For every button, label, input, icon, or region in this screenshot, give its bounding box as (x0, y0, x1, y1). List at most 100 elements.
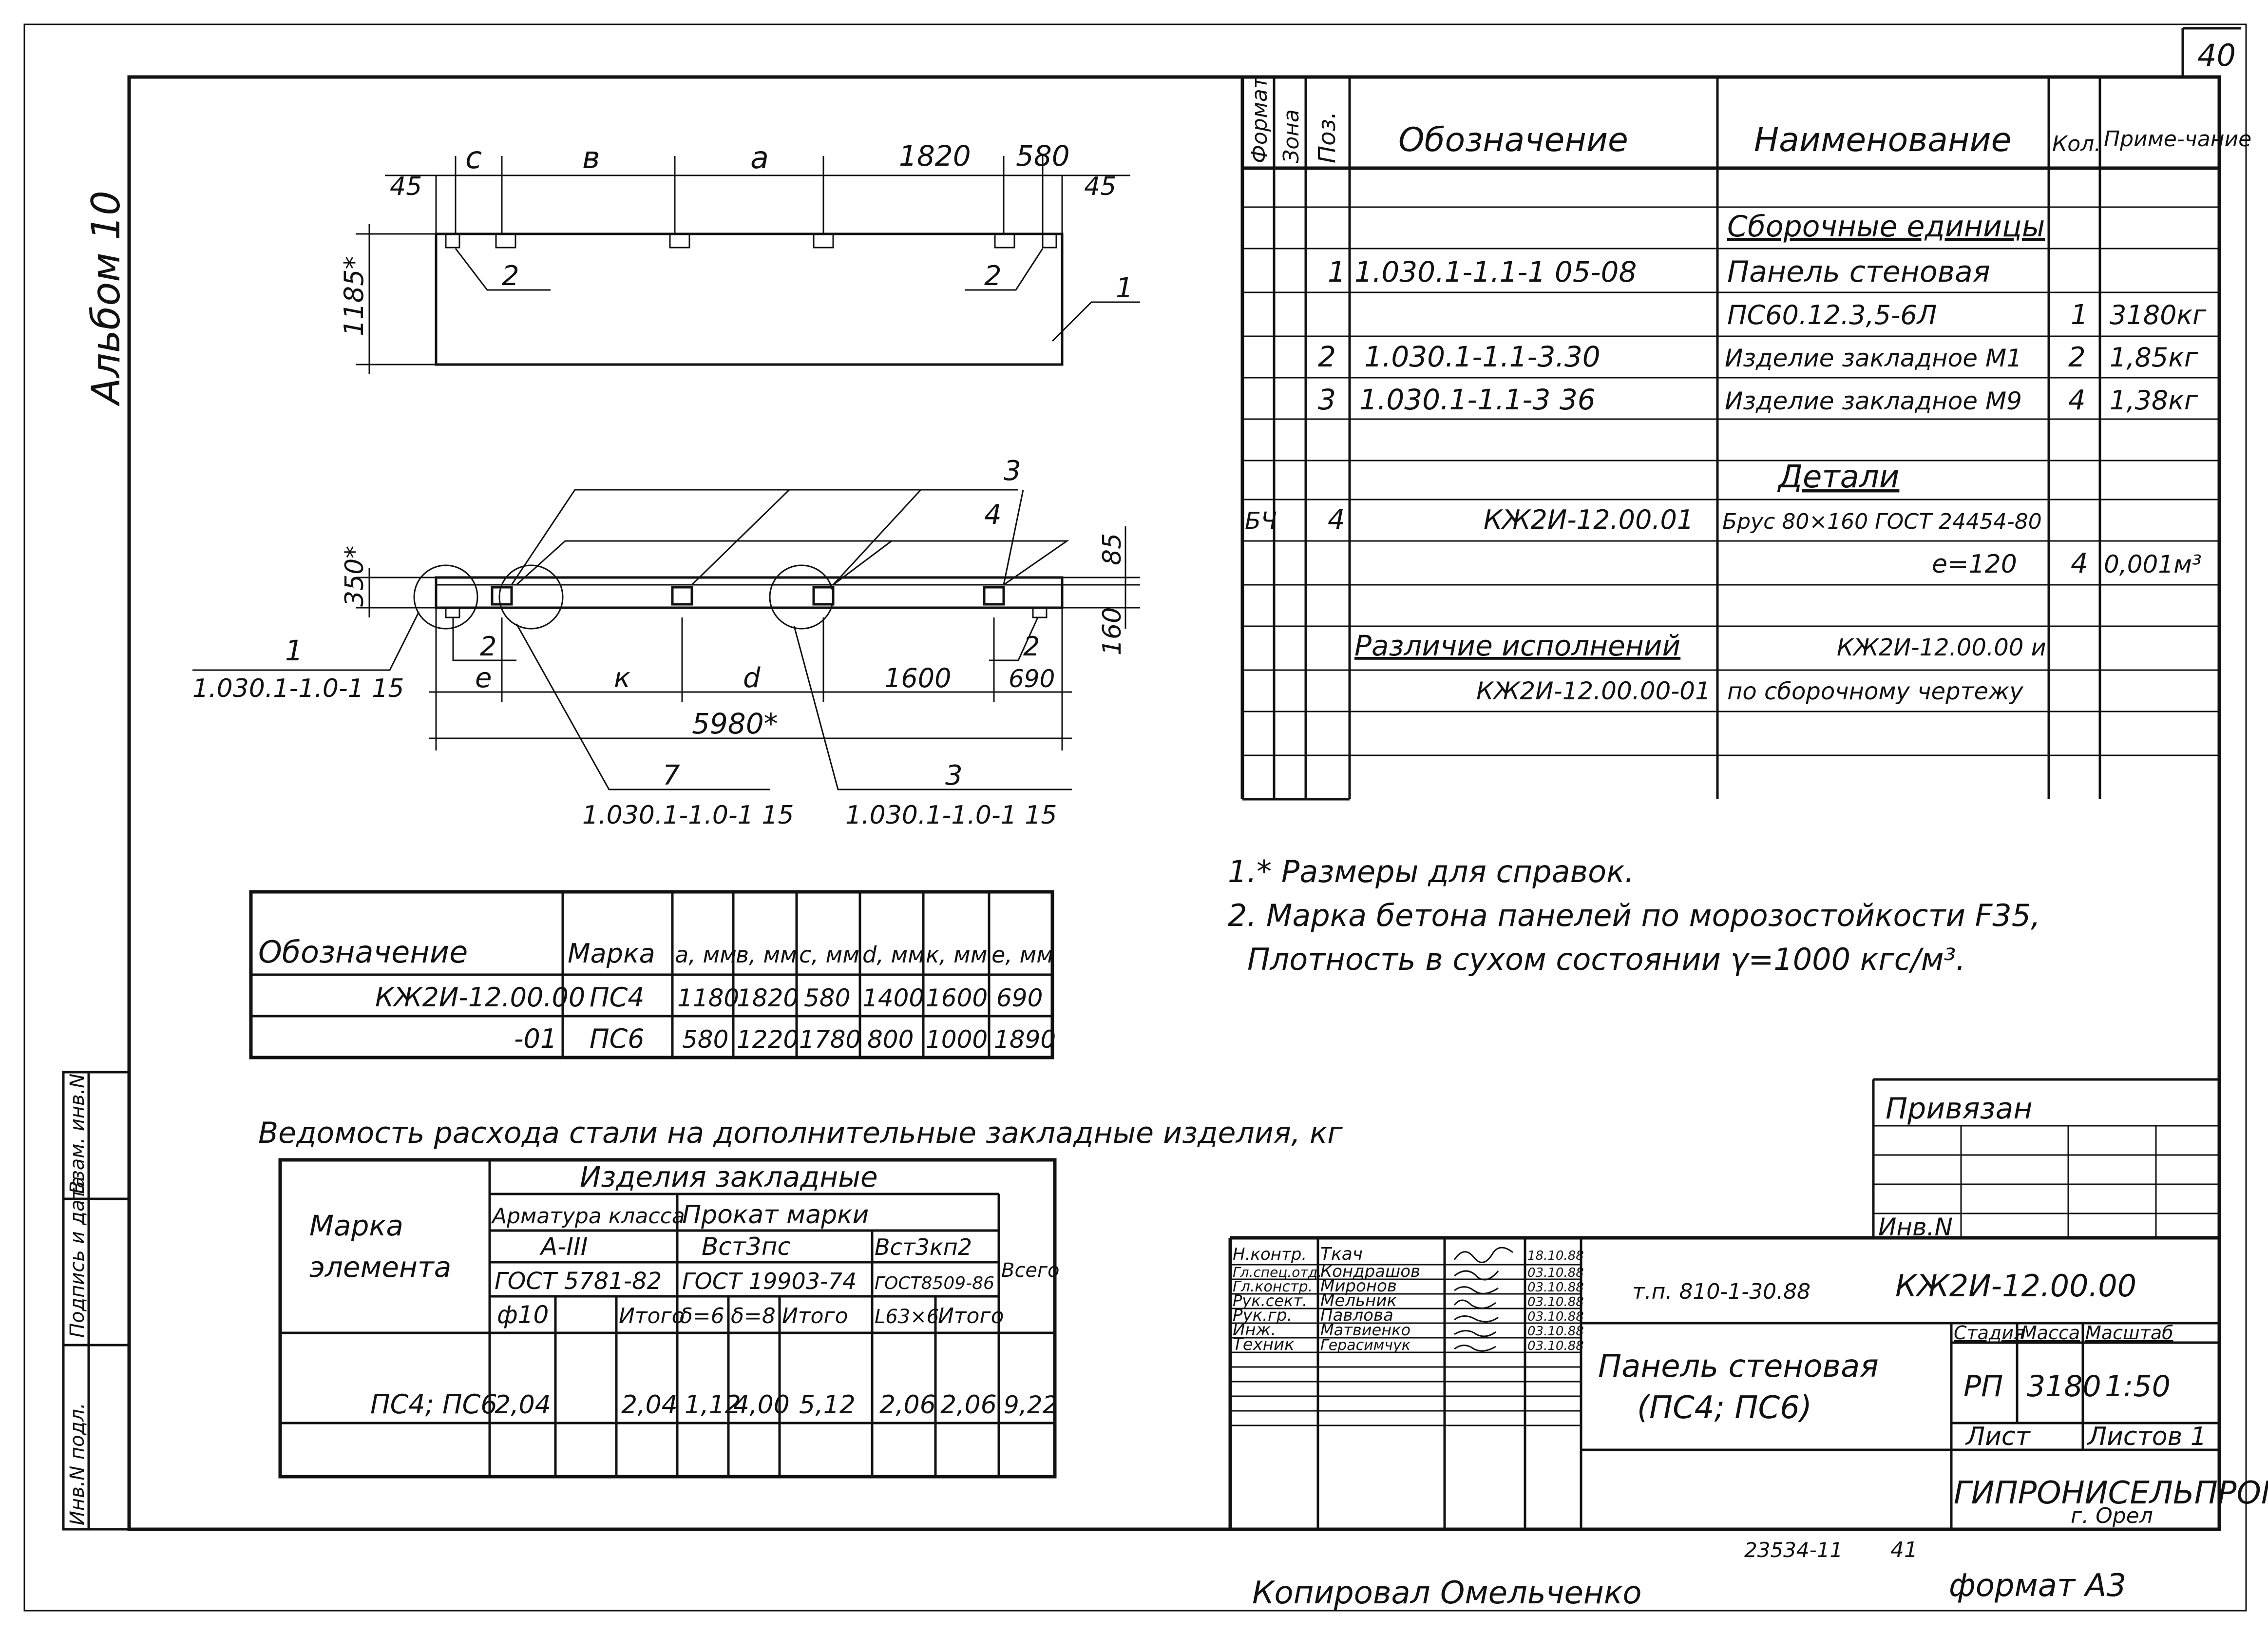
dim-height-1185: 1185* (339, 256, 369, 336)
marks-r2-d: 800 (867, 1025, 914, 1054)
spec-row4-name: Изделие закладное М9 (1725, 387, 2022, 415)
steel-h-rolled: Прокат марки (682, 1200, 869, 1230)
spec-h-designation: Обозначение (1398, 121, 1628, 159)
tb-name-4: Мельник (1320, 1291, 1397, 1310)
dim-d: d (743, 662, 761, 694)
marks-h-k: к, мм (926, 942, 987, 968)
tb-date-6: 03.10.88 (1527, 1324, 1584, 1339)
steel-h-gost19903: ГОСТ 19903-74 (682, 1268, 857, 1294)
steel-row-f10: 2,04 (495, 1390, 551, 1420)
steel-h-element-1: Марка (309, 1209, 403, 1242)
sheet-border (23, 23, 2247, 1612)
tb-date-7: 03.10.88 (1527, 1339, 1584, 1353)
spec-h-format: Формат (1247, 76, 1272, 163)
marks-r2-k: 1000 (926, 1025, 988, 1054)
dim-45-right: 45 (1084, 172, 1116, 201)
marks-r2-mark: ПС6 (590, 1023, 645, 1054)
dim-690: 690 (1009, 665, 1055, 693)
signatures (1453, 1247, 1513, 1352)
tb-name-3: Миронов (1320, 1276, 1397, 1296)
steel-sub-total3: Итого (938, 1304, 1004, 1328)
left-strip (62, 1071, 131, 1531)
steel-h-element-2: элемента (309, 1251, 451, 1284)
callout-4: 4 (984, 499, 1002, 531)
steel-sub-d8: δ=8 (731, 1304, 776, 1328)
dim-350: 350* (340, 546, 369, 607)
album-label: Альбом 10 (83, 191, 129, 407)
panel-section-view (192, 489, 1140, 790)
detail-7-num: 7 (663, 760, 680, 791)
steel-row-total1: 2,04 (621, 1390, 678, 1420)
tb-sheet: Лист (1965, 1422, 2031, 1451)
tb-role-4: Рук.сект. (1233, 1291, 1307, 1310)
tb-series: т.п. 810-1-30.88 (1632, 1279, 1811, 1304)
dim-total-5980: 5980* (692, 707, 778, 740)
strip-vzam-inv: Взам. инв.N (66, 1074, 89, 1194)
spec-h-pos: Поз. (1314, 112, 1341, 163)
steel-table-grid (278, 1158, 1057, 1479)
marks-r1-mark: ПС4 (590, 982, 645, 1013)
dim-1820: 1820 (899, 139, 971, 173)
marks-h-b: в, мм (736, 942, 797, 968)
spec-detail-designation: КЖ2И-12.00.01 (1484, 504, 1694, 535)
dim-b: в (582, 140, 600, 175)
steel-row-d8: 4,00 (733, 1390, 790, 1420)
steel-h-vst3kp2: Вст3кп2 (875, 1234, 972, 1260)
marks-r1-b: 1820 (737, 984, 799, 1012)
dim-e: е (475, 662, 492, 694)
bottom-stamp: 23534-11 (1744, 1538, 1843, 1562)
detail-3-code: 1.030.1-1.0-1 15 (845, 801, 1057, 830)
strip-sign-date: Подпись и дата (66, 1176, 89, 1338)
marks-r2-c: 1780 (799, 1025, 861, 1054)
spec-row4-qty: 4 (2068, 385, 2086, 416)
page-number: 40 (2197, 38, 2236, 73)
dim-160: 160 (1098, 607, 1127, 655)
tb-role-6: Инж. (1233, 1320, 1276, 1340)
steel-sub-f10: ф10 (497, 1301, 549, 1329)
privyazan-grid (1872, 1078, 2219, 1238)
dim-85: 85 (1098, 533, 1127, 565)
tb-date-4: 03.10.88 (1527, 1295, 1584, 1309)
marks-h-designation: Обозначение (258, 934, 468, 970)
spec-row3-designation: 1.030.1-1.1-3.30 (1364, 340, 1601, 373)
bottom-page: 41 (1890, 1538, 1918, 1562)
tb-stage: РП (1963, 1369, 2003, 1404)
tb-mass: 3180 (2027, 1369, 2101, 1404)
spec-row2-qty: 1 (2071, 299, 2088, 331)
marks-r1-a: 1180 (677, 984, 739, 1012)
tb-organization: ГИПРОНИСЕЛЬПРОМ (1954, 1475, 2268, 1511)
marks-r1-k: 1600 (926, 984, 988, 1012)
spec-h-note: Приме-чание (2104, 127, 2251, 152)
spec-detail2-name: е=120 (1932, 550, 2017, 579)
tb-title-2: (ПС4; ПС6) (1637, 1390, 1812, 1426)
marks-r1-d: 1400 (862, 984, 924, 1012)
tb-name-6: Матвиенко (1320, 1321, 1410, 1339)
dim-45-left: 45 (390, 172, 422, 201)
section-callout-2-right: 2 (1023, 631, 1040, 662)
marks-r1-e: 690 (996, 984, 1043, 1012)
steel-row-total3: 2,06 (940, 1390, 997, 1420)
tb-role-2: Гл.спец.отд. (1233, 1264, 1322, 1280)
dim-c: с (465, 140, 482, 175)
tb-name-5: Павлова (1320, 1306, 1393, 1325)
dim-580: 580 (1016, 139, 1070, 173)
spec-detail2-note: 0,001м³ (2104, 550, 2202, 578)
section-callout-2-left: 2 (480, 631, 496, 662)
marks-h-a: а, мм (675, 942, 737, 968)
tb-role-1: Н.контр. (1233, 1245, 1307, 1264)
steel-row-element: ПС4; ПС6 (370, 1389, 497, 1420)
spec-h-name: Наименование (1754, 121, 2011, 159)
tb-h-stage: Стадия (1954, 1322, 2025, 1344)
tb-scale: 1:50 (2105, 1369, 2171, 1404)
format-label: формат А3 (1949, 1568, 2126, 1604)
spec-row1-name: Панель стеновая (1727, 255, 1990, 289)
steel-row-grand: 9,22 (1004, 1391, 1058, 1419)
section-callout-1: 1 (285, 634, 303, 667)
spec-h-zone: Зона (1279, 109, 1304, 163)
tb-name-7: Герасимчук (1320, 1337, 1410, 1354)
steel-row-total2: 5,12 (799, 1390, 856, 1420)
marks-h-e: е, мм (991, 942, 1053, 968)
marks-r2-b: 1220 (737, 1025, 799, 1054)
privyazan-label: Привязан (1886, 1092, 2033, 1126)
steel-sub-d6: δ=6 (680, 1304, 724, 1328)
